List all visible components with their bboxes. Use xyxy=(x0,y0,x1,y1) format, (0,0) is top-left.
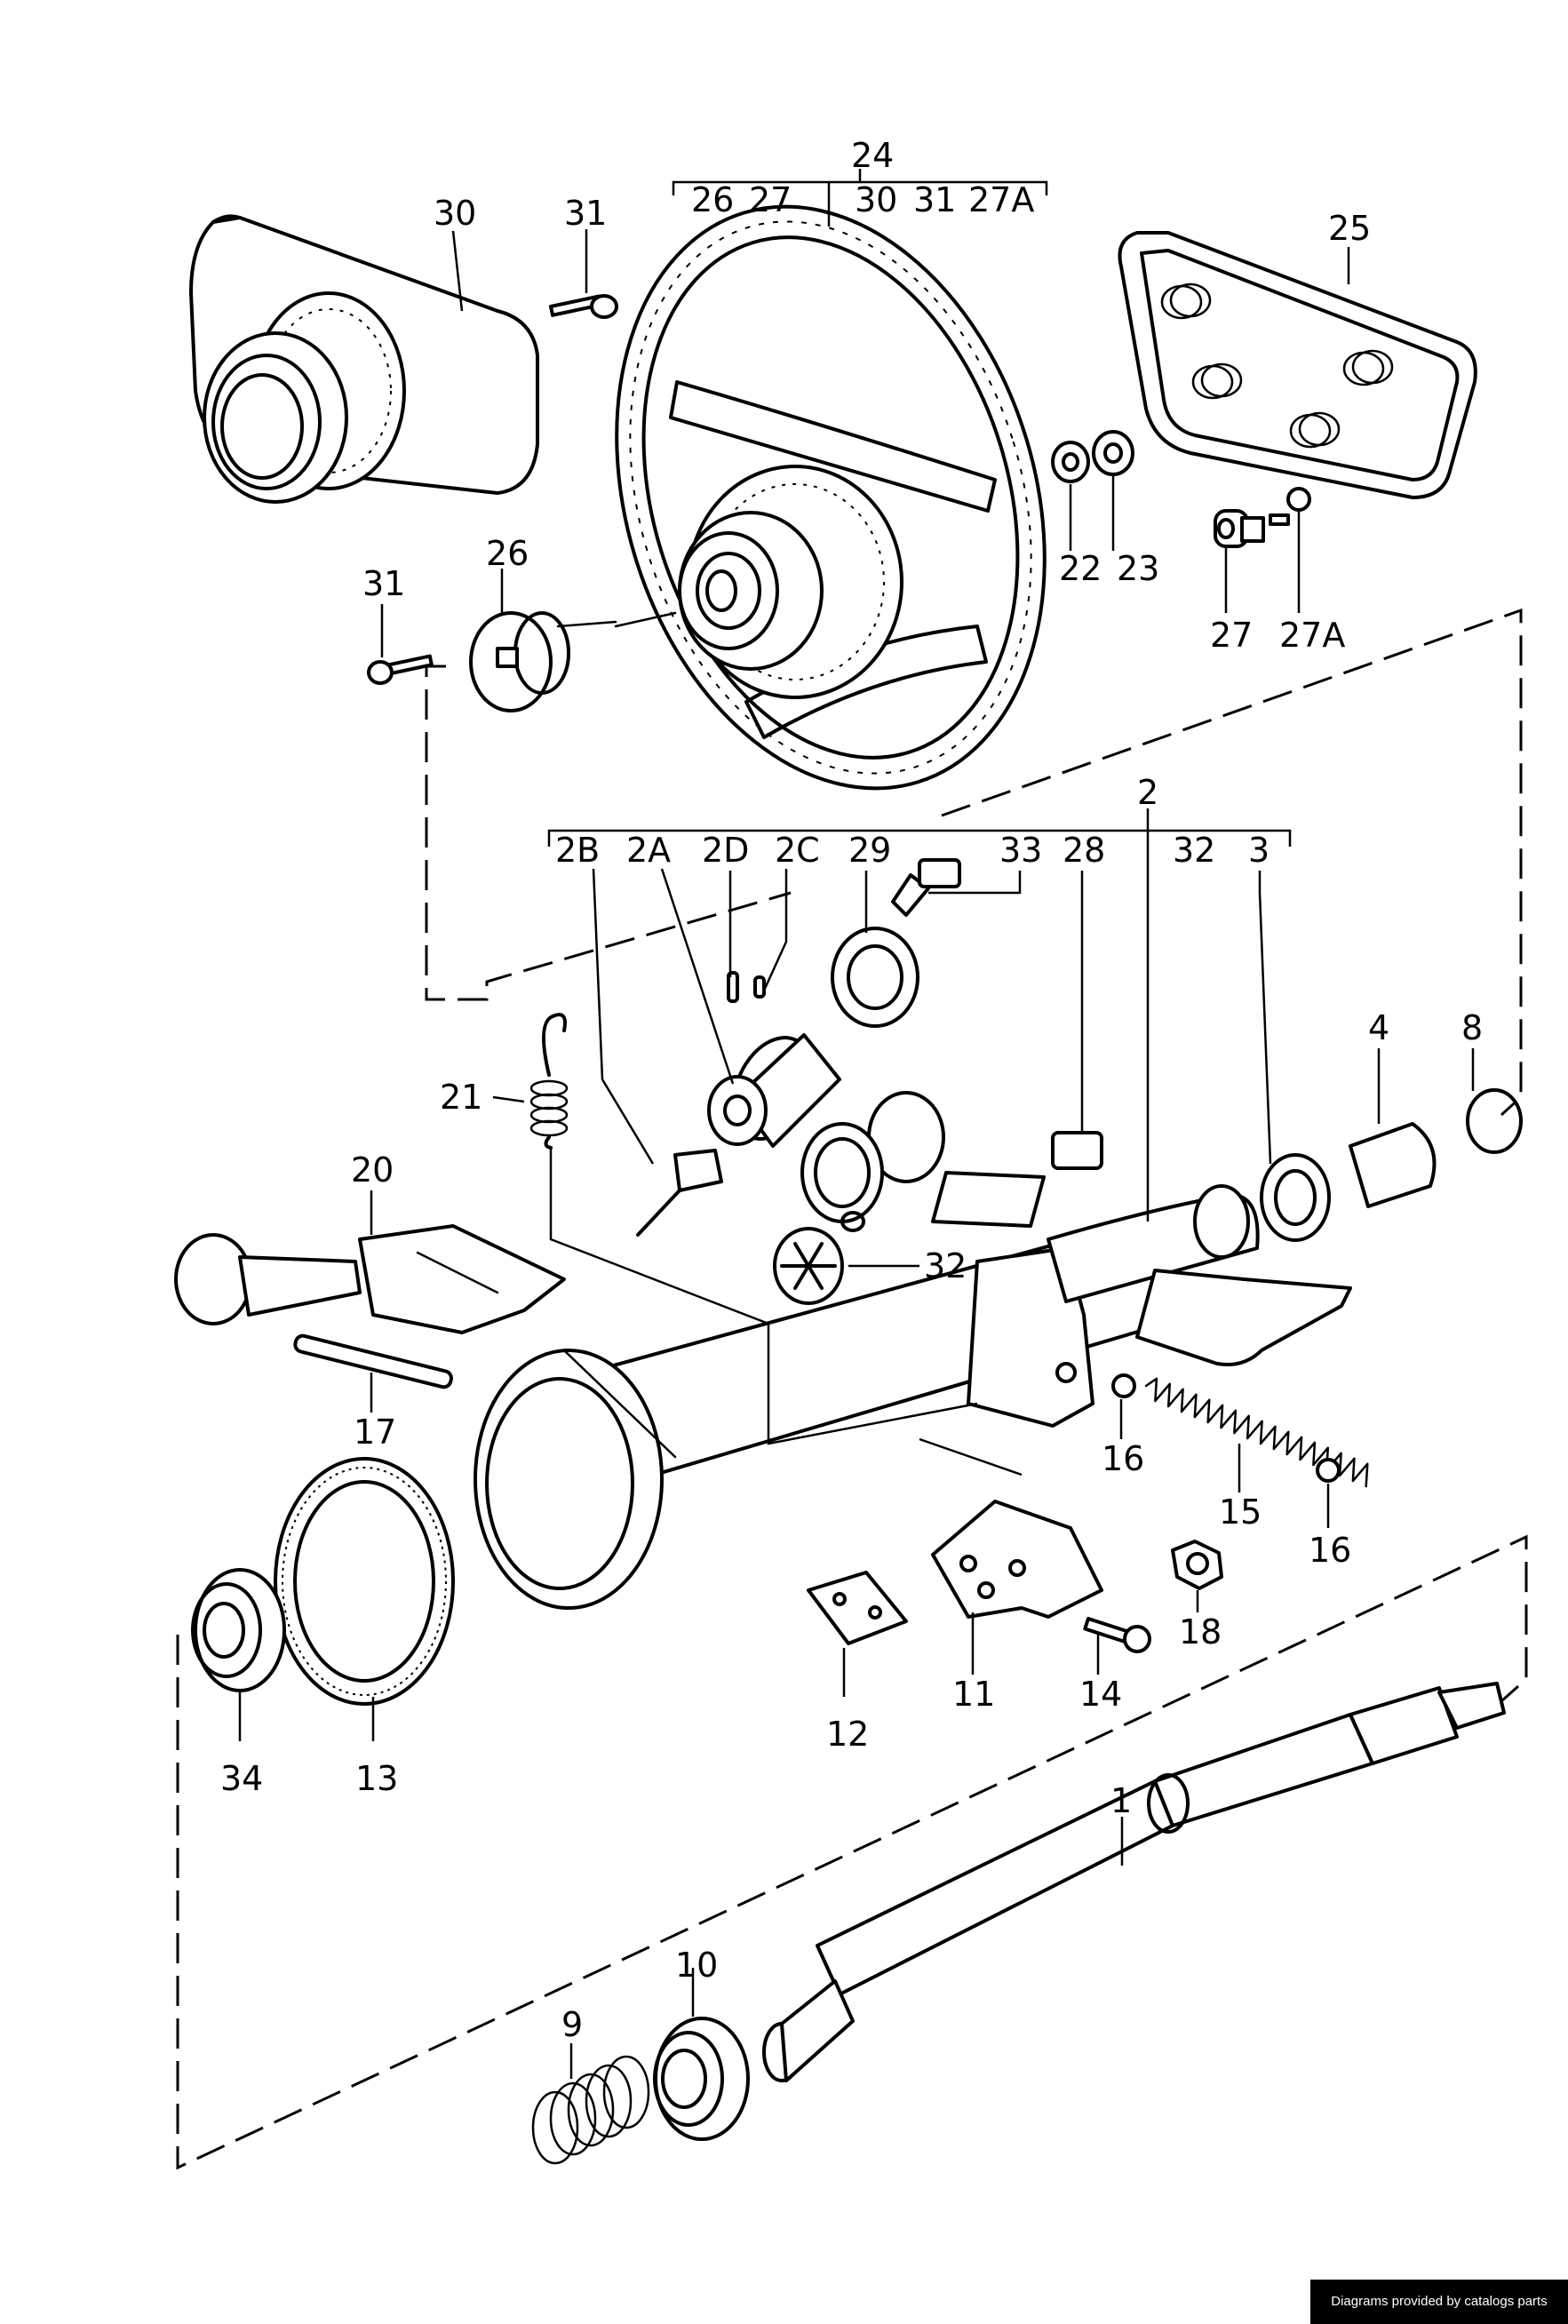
wheel-fasteners xyxy=(367,294,1311,712)
horn-pad xyxy=(189,214,539,504)
callout-2-sub-29: 29 xyxy=(848,831,891,870)
callout-24: 24 xyxy=(851,136,894,175)
callout-1: 1 xyxy=(1110,1781,1132,1820)
callout-14: 14 xyxy=(1079,1675,1122,1714)
callout-2-sub-2A: 2A xyxy=(626,831,671,870)
callout-31-top: 31 xyxy=(564,194,607,233)
gasket-ring-13 xyxy=(274,1457,455,1706)
callout-20: 20 xyxy=(351,1150,394,1190)
callout-25: 25 xyxy=(1328,209,1371,248)
steering-wheel xyxy=(614,204,1047,791)
callout-22: 22 xyxy=(1059,549,1102,588)
callout-18: 18 xyxy=(1179,1612,1222,1651)
callout-2-sub-28: 28 xyxy=(1063,831,1105,870)
leader-lines xyxy=(238,229,1475,2079)
callout-21: 21 xyxy=(440,1078,482,1117)
bearing-34 xyxy=(191,1568,286,1692)
callout-16-left: 16 xyxy=(1102,1439,1144,1478)
callout-32: 32 xyxy=(924,1246,967,1285)
group-24-bracket xyxy=(672,169,1048,227)
watermark-badge: Diagrams provided by catalogs parts xyxy=(1310,2280,1568,2324)
callout-4: 4 xyxy=(1368,1008,1389,1047)
callout-16-right: 16 xyxy=(1309,1531,1351,1570)
callout-2-sub-33: 33 xyxy=(999,831,1042,870)
callout-2-sub-3: 3 xyxy=(1248,831,1270,870)
callout-27: 27 xyxy=(1210,616,1253,655)
callout-9: 9 xyxy=(561,2005,583,2044)
spring-21 xyxy=(529,1013,569,1150)
callout-24-sub-27A: 27A xyxy=(968,180,1034,219)
callout-24-sub-27: 27 xyxy=(749,180,792,219)
spring-9 xyxy=(531,2055,650,2165)
callout-10: 10 xyxy=(675,1946,718,1985)
callout-30: 30 xyxy=(434,194,476,233)
callout-24-sub-26: 26 xyxy=(691,180,734,219)
callout-17: 17 xyxy=(354,1413,396,1452)
callout-27A: 27A xyxy=(1279,616,1345,655)
callout-26: 26 xyxy=(486,534,529,573)
callout-15: 15 xyxy=(1219,1492,1262,1532)
callout-labels: 24 26 27 30 31 27A 30 31 25 22 23 26 31 … xyxy=(220,136,1483,2044)
bracket-assembly xyxy=(807,1373,1369,1653)
callout-13: 13 xyxy=(355,1759,398,1798)
callout-24-sub-31: 31 xyxy=(913,180,956,219)
callout-23: 23 xyxy=(1117,549,1159,588)
callout-12: 12 xyxy=(826,1715,869,1754)
cover-plate xyxy=(1118,231,1477,499)
callout-2-sub-32: 32 xyxy=(1173,831,1215,870)
callout-8: 8 xyxy=(1461,1008,1483,1047)
bearing-10 xyxy=(653,2017,750,2141)
callout-11: 11 xyxy=(952,1675,995,1714)
callout-2-sub-2B: 2B xyxy=(555,831,600,870)
column-switch-parts xyxy=(636,858,1523,1305)
steering-shaft xyxy=(762,1682,1506,2082)
column-housing xyxy=(474,1091,1352,1610)
callout-34: 34 xyxy=(220,1759,263,1798)
switch-lever xyxy=(174,1224,566,1389)
group-2-bracket xyxy=(547,808,1292,1222)
callout-24-sub-30: 30 xyxy=(855,180,897,219)
callout-2-sub-2D: 2D xyxy=(702,831,749,870)
callout-2-sub-2C: 2C xyxy=(775,831,820,870)
callout-2: 2 xyxy=(1137,773,1158,812)
callout-31-left: 31 xyxy=(362,564,405,603)
